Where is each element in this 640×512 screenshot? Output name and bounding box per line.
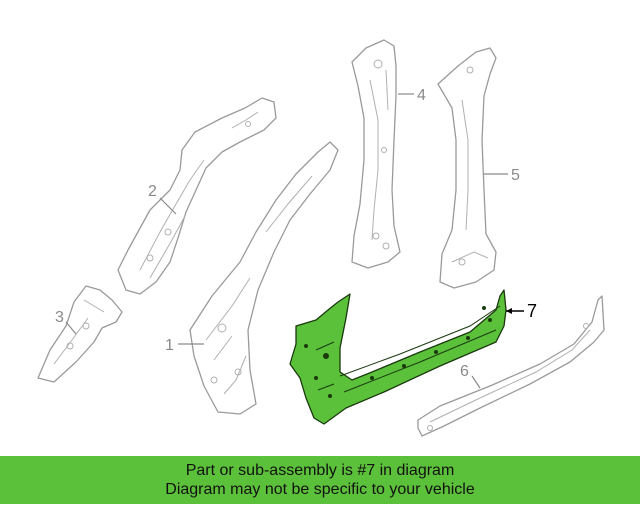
part-7-rocker-inner-highlighted xyxy=(289,289,507,425)
callout-4: 4 xyxy=(417,87,426,104)
callout-3: 3 xyxy=(55,309,64,326)
callout-2: 2 xyxy=(148,183,157,200)
part-6-rocker-outer xyxy=(417,295,605,437)
callout-line-3 xyxy=(65,321,77,335)
parts-diagram: 1 2 3 4 5 6 7 xyxy=(37,39,605,437)
part-1-hinge-pillar xyxy=(189,141,339,415)
callout-line-2 xyxy=(159,197,177,215)
banner-line-1: Part or sub-assembly is #7 in diagram xyxy=(185,462,455,479)
info-banner: Part or sub-assembly is #7 in diagram Di… xyxy=(0,456,640,504)
callout-5: 5 xyxy=(511,167,520,184)
callout-1: 1 xyxy=(165,337,174,354)
banner-line-2: Diagram may not be specific to your vehi… xyxy=(165,481,475,498)
callout-arrow-7 xyxy=(506,308,512,314)
part-3-hinge-reinforcement xyxy=(37,285,123,383)
callout-6: 6 xyxy=(460,363,469,380)
part-4-center-pillar-inner xyxy=(351,39,401,269)
callout-7: 7 xyxy=(527,301,537,321)
callout-line-6 xyxy=(471,375,481,389)
part-2-windshield-pillar xyxy=(117,97,277,295)
part-5-center-pillar-outer xyxy=(437,47,497,289)
